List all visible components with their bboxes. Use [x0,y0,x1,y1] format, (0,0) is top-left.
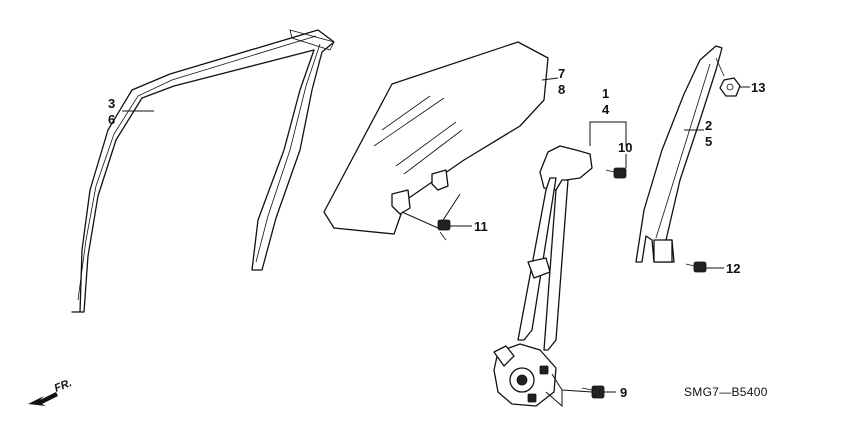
front-direction-arrow-icon [28,392,58,406]
callout-2: 2 [705,118,712,133]
sash-channel-part [71,29,335,313]
leader-line-9-a [561,389,593,393]
callout-10: 10 [618,140,632,155]
rear-channel-part [635,45,725,263]
callout-8: 8 [558,82,565,97]
front-direction-label: FR. [53,377,74,395]
callout-11: 11 [474,219,488,234]
leader-bracket-1-4 [589,121,627,146]
bolt-12 [685,261,707,273]
callout-3: 3 [108,96,115,111]
bolt-10 [605,167,627,179]
callout-7: 7 [558,66,565,81]
nut-13 [719,77,741,97]
bolt-9 [581,385,605,399]
callout-5: 5 [705,134,712,149]
callout-4: 4 [602,102,610,117]
bolt-11 [437,219,451,241]
door-glass-part [323,41,549,235]
window-regulator-part [493,145,593,407]
leader-bracket-11 [401,193,461,229]
callout-12: 12 [726,261,740,276]
callout-6: 6 [108,112,115,127]
callout-1: 1 [602,86,609,101]
leader-line-7-8 [541,77,559,81]
callout-13: 13 [751,80,765,95]
callout-9: 9 [620,385,627,400]
leader-bracket-9 [545,373,563,408]
diagram-code: SMG7—B5400 [684,385,768,399]
